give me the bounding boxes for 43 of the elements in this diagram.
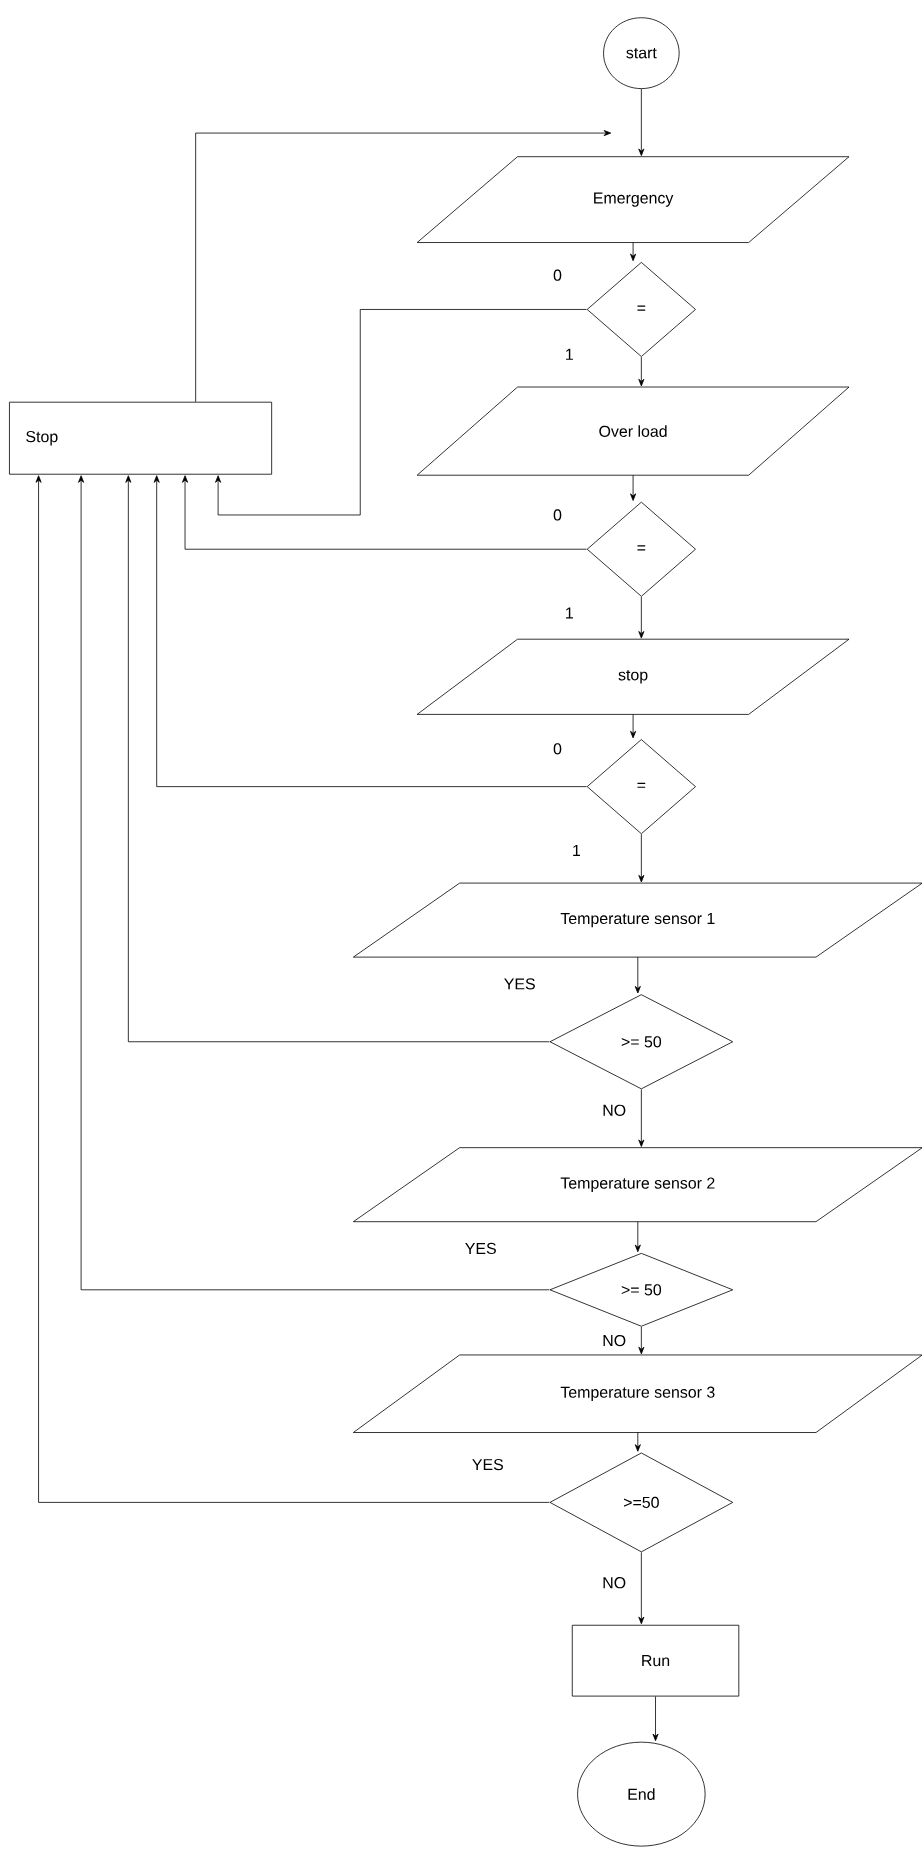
edge-label: YES — [463, 1241, 498, 1256]
input-parallelogram: Temperature sensor 3 — [352, 1354, 922, 1433]
arrow — [638, 88, 645, 156]
arrow — [638, 596, 645, 639]
arrow — [181, 475, 587, 550]
arrow — [125, 475, 550, 1043]
arrow — [195, 130, 611, 403]
input-parallelogram: Over load — [416, 386, 850, 476]
arrow — [214, 309, 587, 516]
edge-label: NO — [601, 1333, 627, 1348]
arrow — [634, 956, 641, 994]
input-parallelogram: stop — [416, 638, 850, 715]
arrow — [638, 1552, 645, 1625]
arrow — [629, 474, 636, 501]
arrow — [634, 1221, 641, 1253]
arrow — [638, 1326, 645, 1355]
terminal-oval: End — [576, 1741, 706, 1847]
input-parallelogram: Emergency — [416, 156, 850, 243]
input-parallelogram: Temperature sensor 2 — [352, 1147, 922, 1223]
arrow — [629, 714, 636, 739]
edge-label: 0 — [551, 268, 563, 282]
terminal-oval: start — [602, 17, 680, 89]
arrow — [629, 242, 636, 262]
arrow — [638, 833, 645, 883]
arrow — [638, 356, 645, 387]
arrow — [35, 475, 550, 1503]
arrow — [634, 1432, 641, 1452]
arrow — [153, 475, 587, 788]
edge-label: NO — [601, 1103, 627, 1117]
input-parallelogram: Temperature sensor 1 — [352, 882, 922, 958]
edge-label: YES — [502, 977, 537, 991]
edge-label: 0 — [551, 508, 563, 522]
process-box: Stop — [8, 401, 272, 475]
edge-label: 0 — [551, 742, 563, 756]
process-box: Run — [571, 1624, 739, 1697]
edge-label: 1 — [563, 347, 575, 361]
arrow — [638, 1089, 645, 1147]
edge-label: 1 — [563, 606, 575, 620]
edge-label: 1 — [570, 843, 582, 857]
edge-label: NO — [601, 1576, 627, 1590]
arrow — [652, 1696, 659, 1742]
arrow — [77, 475, 550, 1291]
edge-label: YES — [470, 1457, 505, 1472]
